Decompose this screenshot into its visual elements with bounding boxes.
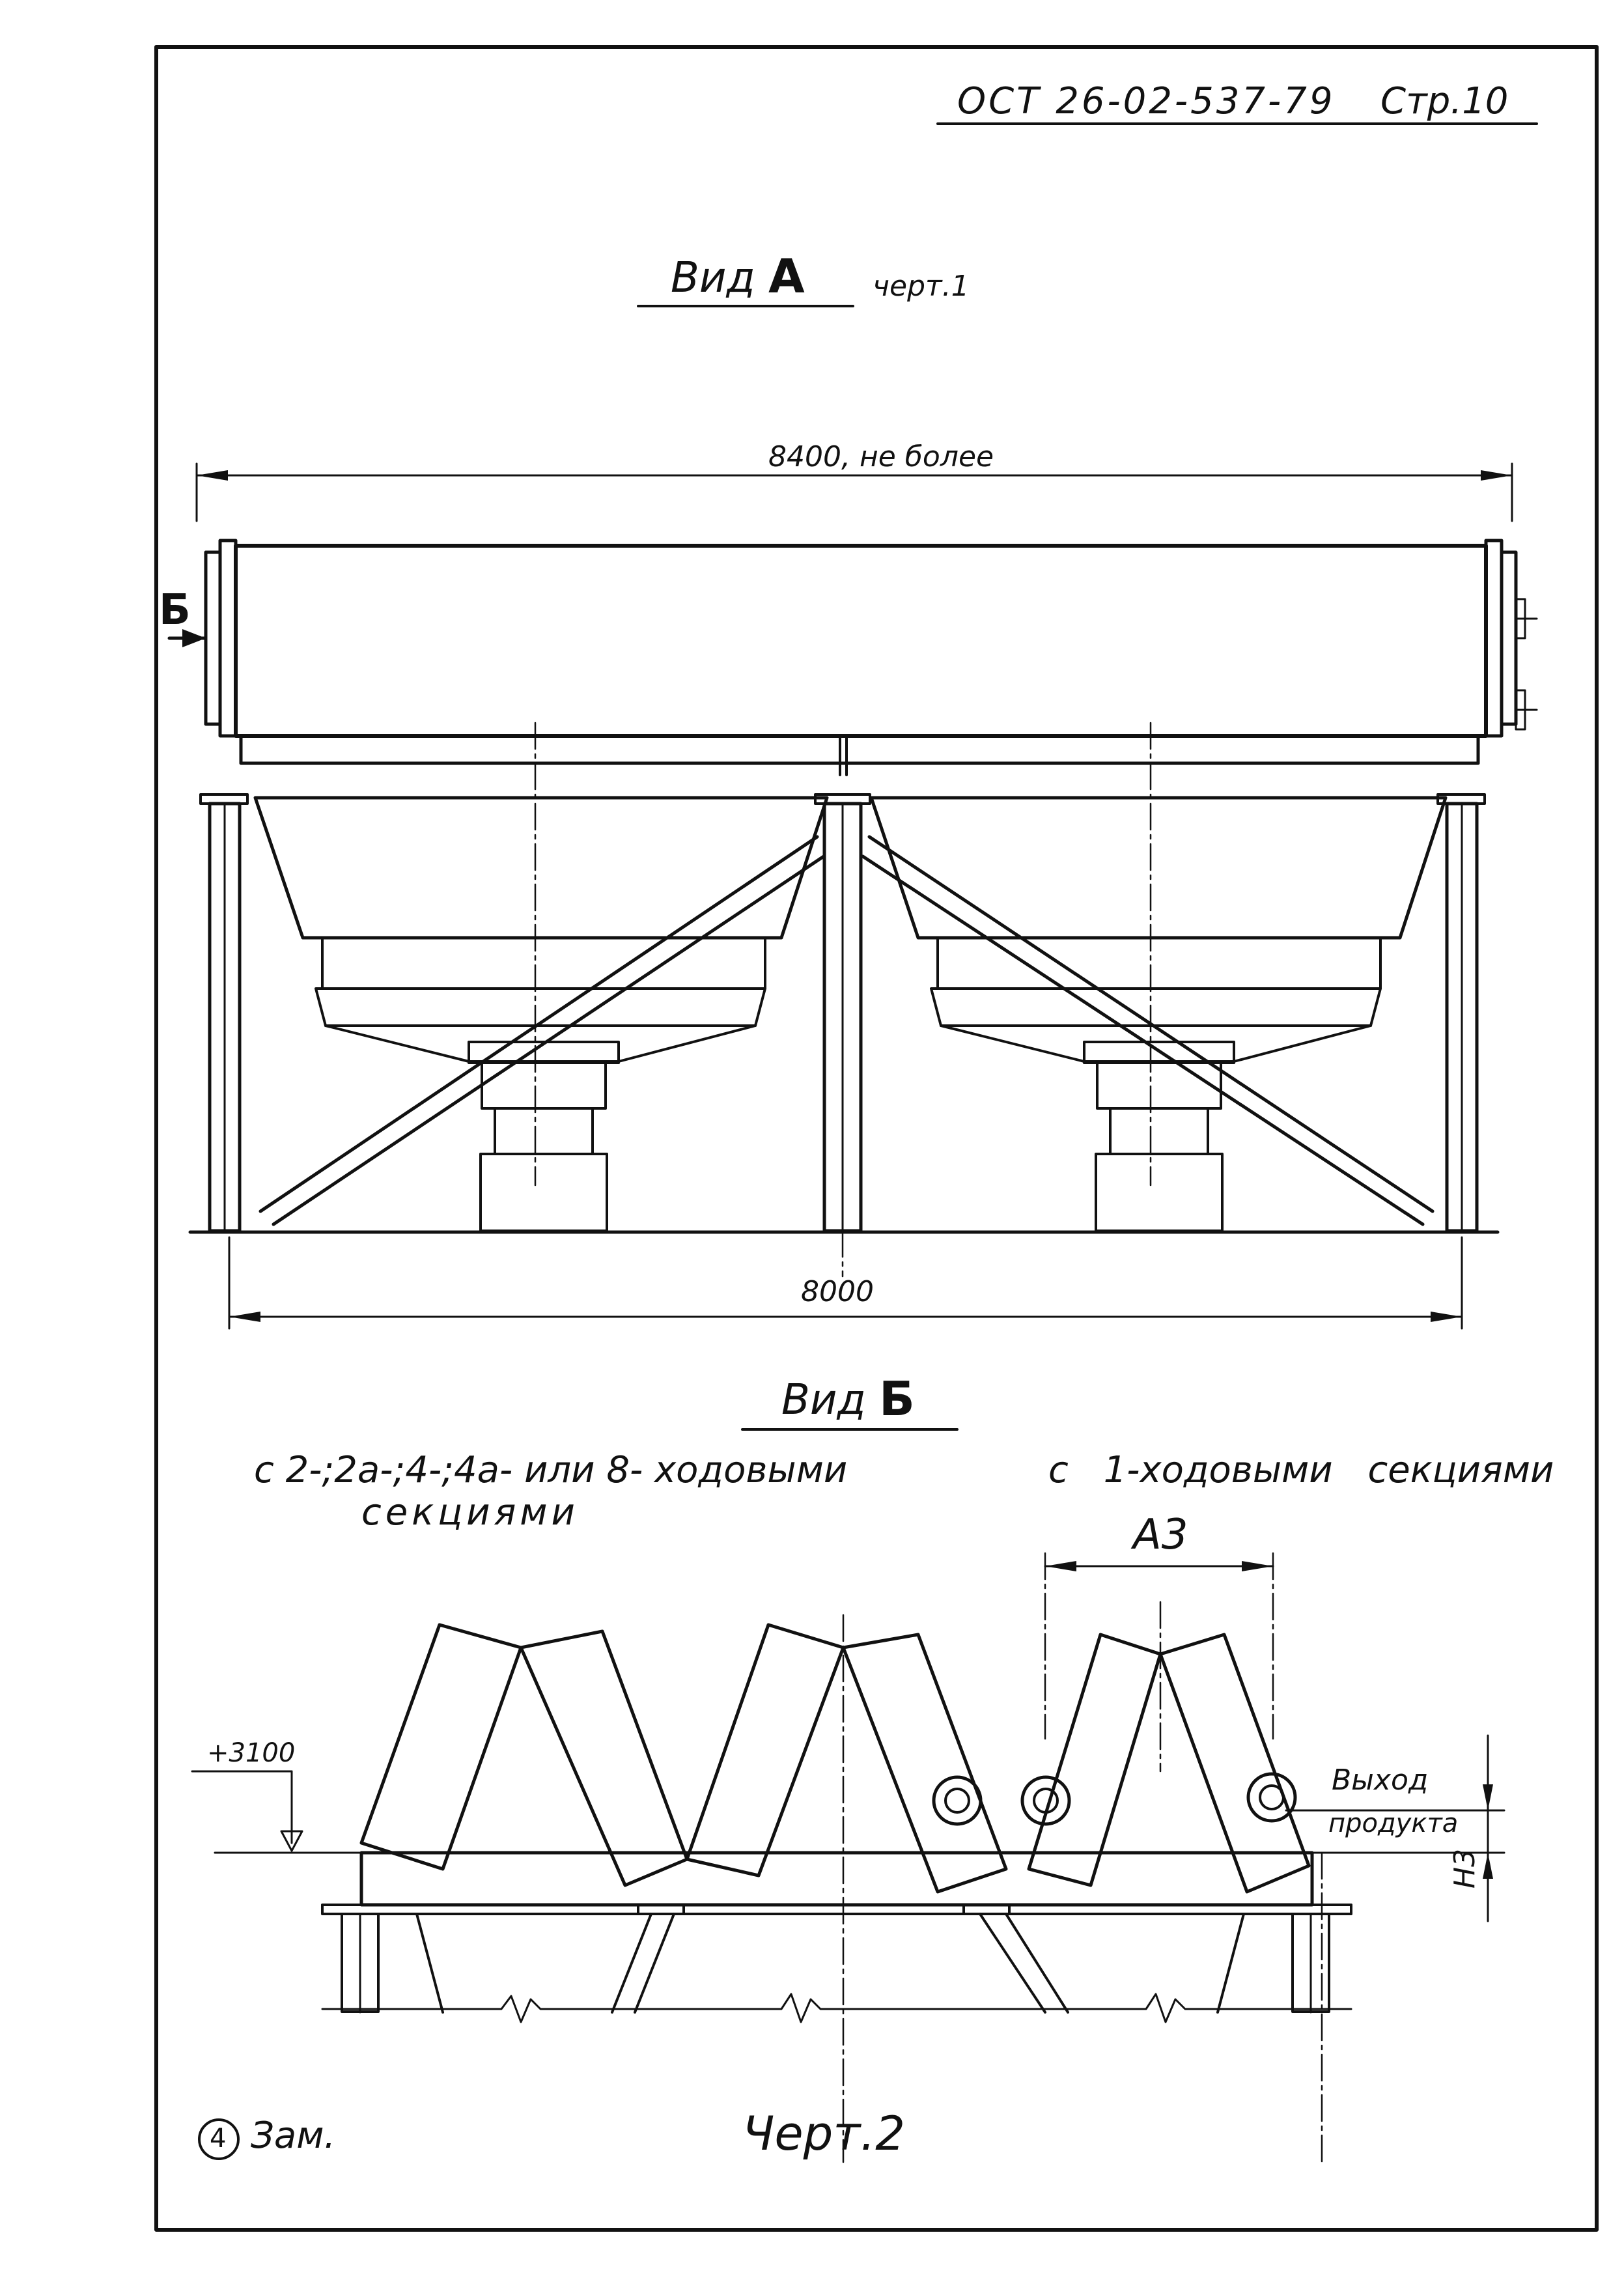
view-a-title: Вид [671, 254, 755, 302]
view-a-drawing [167, 462, 1538, 1330]
level-mark: +3100 [207, 1738, 296, 1768]
caption-single-pass: с 1-ходовыми секциями [1048, 1449, 1554, 1491]
view-a-ref: черт.1 [873, 270, 970, 303]
view-b-letter: Б [879, 1371, 915, 1426]
view-a-letter: А [768, 249, 805, 303]
sheet-frame [154, 45, 1599, 2232]
page-label: Стр.10 [1380, 80, 1509, 122]
caption-multipass: с 2-;2а-;4-;4а- или 8- ходовыми [254, 1449, 848, 1491]
dim-column-span: 8000 [801, 1275, 874, 1308]
revision-number: 4 [210, 2124, 227, 2154]
view-b-drawing [191, 1552, 1505, 2163]
outlet-label-cont: продукта [1328, 1808, 1459, 1838]
outlet-label: Выход [1332, 1764, 1429, 1797]
view-arrow-label: Б [159, 586, 191, 634]
dim-overall-length: 8400, не более [768, 440, 994, 473]
revision-circle [198, 2118, 240, 2160]
doc-code: ОСТ 26-02-537-79 [957, 80, 1336, 122]
revision-label: Зам. [251, 2115, 336, 2157]
dim-h3-label: Н3 [1448, 1848, 1481, 1889]
view-b-title: Вид [781, 1376, 866, 1424]
drawing-number: Черт.2 [742, 2106, 905, 2161]
caption-multipass-cont: секциями [361, 1491, 579, 1534]
dim-a3-label: А3 [1133, 1511, 1188, 1559]
